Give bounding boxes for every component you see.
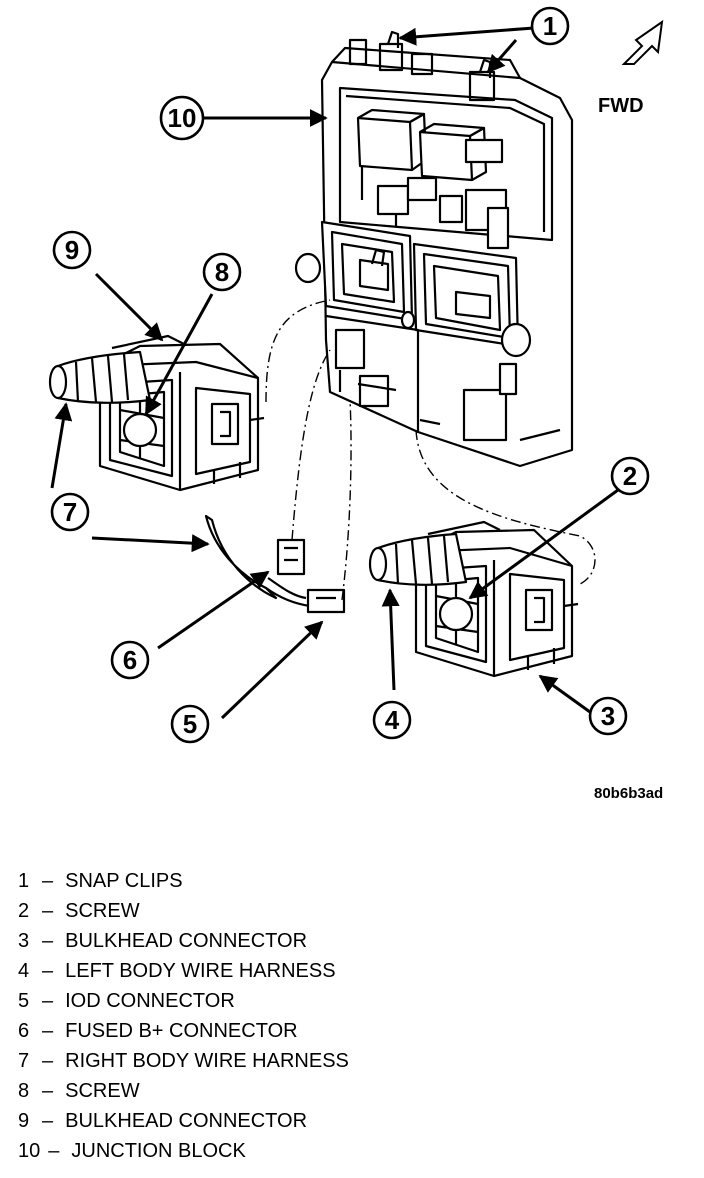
legend-label: JUNCTION BLOCK <box>71 1140 246 1162</box>
legend-item: 1–SNAP CLIPS <box>18 866 349 896</box>
legend-number: 8 <box>18 1080 30 1102</box>
right-bulkhead-connector-illustration <box>368 520 579 678</box>
fwd-arrow-icon <box>621 19 664 65</box>
svg-text:7: 7 <box>63 497 77 527</box>
callout-4: 4 <box>372 700 412 740</box>
legend-item: 5–IOD CONNECTOR <box>18 986 349 1016</box>
callout-leaders <box>50 26 619 720</box>
legend-number: 10 <box>18 1140 41 1162</box>
legend-separator: – <box>42 870 54 892</box>
iod-and-fused-b-plus-connectors-illustration <box>204 514 346 614</box>
junction-block-diagram: FWD 1 2 3 4 <box>48 6 664 802</box>
svg-text:2: 2 <box>623 461 637 491</box>
callout-10: 10 <box>159 95 205 141</box>
callout-7: 7 <box>50 492 90 532</box>
legend-number: 7 <box>18 1050 30 1072</box>
svg-text:3: 3 <box>601 701 615 731</box>
legend-number: 5 <box>18 990 30 1012</box>
legend-number: 3 <box>18 930 30 952</box>
callout-8: 8 <box>202 252 242 292</box>
legend-item: 8–SCREW <box>18 1076 349 1106</box>
callout-6: 6 <box>110 640 150 680</box>
legend-label: SCREW <box>65 900 140 922</box>
callout-1: 1 <box>530 6 570 46</box>
legend-label: LEFT BODY WIRE HARNESS <box>65 960 336 982</box>
svg-text:1: 1 <box>543 11 557 41</box>
legend-item: 6–FUSED B+ CONNECTOR <box>18 1016 349 1046</box>
legend-label: RIGHT BODY WIRE HARNESS <box>65 1050 349 1072</box>
alignment-lines <box>265 299 596 601</box>
legend-label: FUSED B+ CONNECTOR <box>65 1020 298 1042</box>
legend-item: 10–JUNCTION BLOCK <box>18 1136 349 1166</box>
legend-label: SNAP CLIPS <box>65 870 183 892</box>
legend-separator: – <box>42 1050 54 1072</box>
legend-number: 6 <box>18 1020 30 1042</box>
legend-number: 2 <box>18 900 30 922</box>
legend-separator: – <box>42 960 54 982</box>
legend-separator: – <box>42 900 54 922</box>
legend-item: 9–BULKHEAD CONNECTOR <box>18 1106 349 1136</box>
svg-text:10: 10 <box>168 103 197 133</box>
left-bulkhead-connector-illustration <box>48 334 265 492</box>
svg-text:6: 6 <box>123 645 137 675</box>
legend-item: 7–RIGHT BODY WIRE HARNESS <box>18 1046 349 1076</box>
legend-separator: – <box>42 930 54 952</box>
legend-list: 1–SNAP CLIPS 2–SCREW 3–BULKHEAD CONNECTO… <box>18 866 349 1166</box>
svg-text:4: 4 <box>385 705 400 735</box>
legend-number: 9 <box>18 1110 30 1132</box>
legend-item: 3–BULKHEAD CONNECTOR <box>18 926 349 956</box>
legend-label: IOD CONNECTOR <box>65 990 235 1012</box>
callout-5: 5 <box>170 704 210 744</box>
legend-label: BULKHEAD CONNECTOR <box>65 930 308 952</box>
legend-separator: – <box>42 1080 54 1102</box>
legend-number: 4 <box>18 960 30 982</box>
legend-separator: – <box>42 1110 54 1132</box>
junction-block-illustration <box>294 30 574 468</box>
legend-item: 4–LEFT BODY WIRE HARNESS <box>18 956 349 986</box>
svg-text:9: 9 <box>65 235 79 265</box>
fwd-direction-arrow: FWD <box>598 19 664 117</box>
figure-code: 80b6b3ad <box>594 785 663 802</box>
fwd-label: FWD <box>598 95 644 117</box>
callout-2: 2 <box>610 456 650 496</box>
callout-3: 3 <box>588 696 628 736</box>
svg-text:8: 8 <box>215 257 229 287</box>
legend-label: SCREW <box>65 1080 140 1102</box>
legend-separator: – <box>42 1020 54 1042</box>
legend-separator: – <box>48 1140 60 1162</box>
legend-number: 1 <box>18 870 30 892</box>
legend-item: 2–SCREW <box>18 896 349 926</box>
legend-label: BULKHEAD CONNECTOR <box>65 1110 308 1132</box>
legend-separator: – <box>42 990 54 1012</box>
callout-9: 9 <box>52 230 92 270</box>
svg-text:5: 5 <box>183 709 197 739</box>
